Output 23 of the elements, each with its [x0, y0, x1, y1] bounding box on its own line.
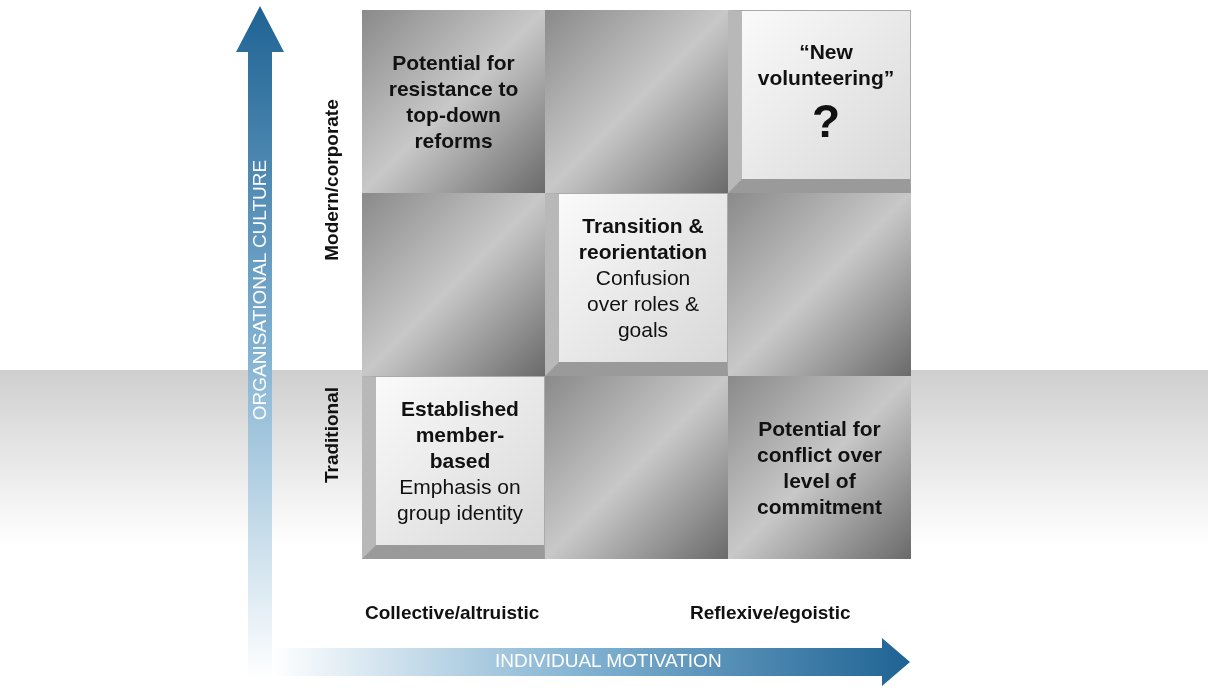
axis-title: INDIVIDUAL MOTIVATION	[495, 650, 722, 672]
cell-heading: Transition & reorientation	[577, 213, 709, 265]
axis-label: Collective/altruistic	[365, 602, 540, 624]
axis-label: Traditional	[321, 386, 344, 484]
axis-label: Reflexive/egoistic	[690, 602, 851, 624]
cell-heading: “New volunteering”	[756, 39, 896, 91]
question-mark: ?	[811, 94, 841, 149]
matrix-cell	[728, 10, 911, 193]
axis-title: ORGANISATIONAL CULTURE	[249, 159, 272, 421]
cell-text: Confusion over roles & goals	[585, 265, 700, 343]
matrix-cell	[362, 376, 545, 559]
cell-heading: Established member-based	[400, 396, 520, 474]
cell-text: Emphasis on group identity	[395, 474, 525, 526]
matrix-cell	[362, 193, 545, 376]
matrix-cell	[545, 376, 728, 559]
matrix-cell	[728, 193, 911, 376]
cell-heading: Potential for resistance to top-down reforms	[387, 49, 520, 154]
cell-heading: Potential for conflict over level of commitment	[756, 415, 883, 520]
axis-label: Modern/corporate	[320, 99, 343, 261]
matrix-cell	[728, 376, 911, 559]
matrix-cell	[545, 193, 728, 376]
matrix-cell	[362, 10, 545, 193]
matrix-cell	[545, 10, 728, 193]
